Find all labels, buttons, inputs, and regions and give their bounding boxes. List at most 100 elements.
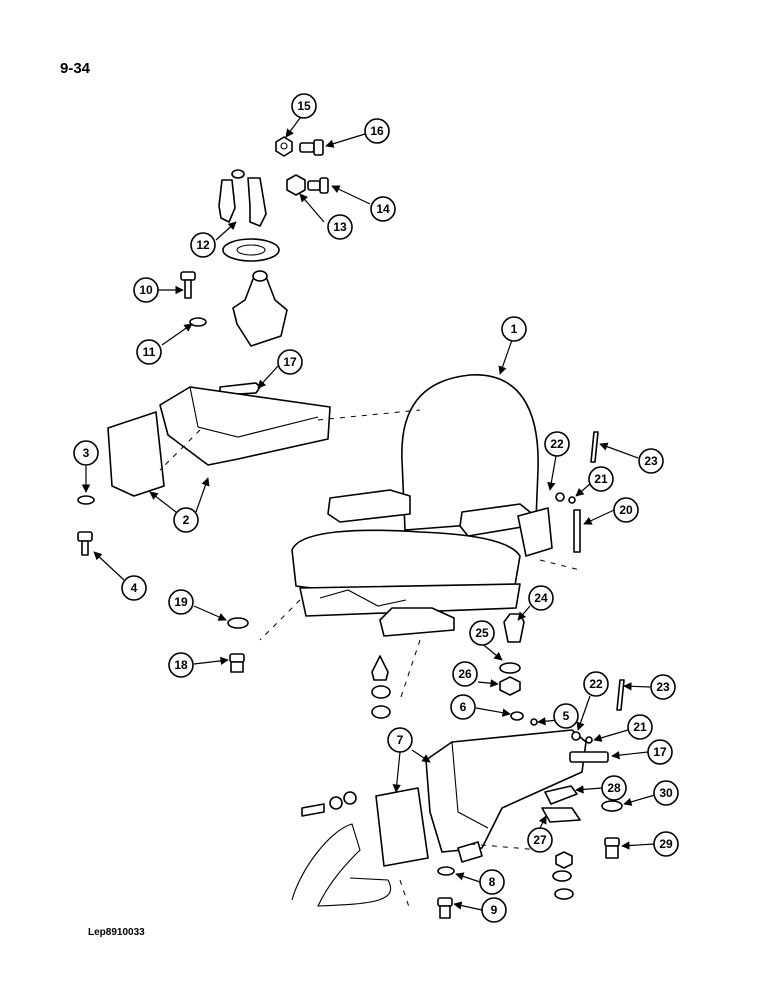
callout-3: 3 (73, 440, 99, 466)
callout-21-lower: 21 (627, 714, 653, 740)
callout-27: 27 (527, 827, 553, 853)
callout-11: 11 (136, 339, 162, 365)
bolt-29-part (604, 837, 620, 847)
mount-12a-part (218, 179, 236, 223)
bolt-18-part (229, 653, 245, 663)
callout-2: 2 (173, 507, 199, 533)
svg-text:23: 23 (656, 680, 670, 694)
callout-10: 10 (133, 277, 159, 303)
callout-22-upper: 22 (544, 431, 570, 457)
callout-29: 29 (653, 831, 679, 857)
pin-5-part (530, 718, 538, 726)
callout-5: 5 (553, 703, 579, 729)
seat-assembly (291, 374, 553, 637)
bolt-17-lower-part (569, 751, 609, 763)
callout-17-lower: 17 (647, 739, 673, 765)
washer-3-part (77, 495, 95, 505)
svg-text:25: 25 (475, 626, 489, 640)
svg-text:15: 15 (297, 99, 311, 113)
nut-26-part (499, 676, 521, 696)
seat-backrest-part (401, 374, 539, 531)
svg-text:2: 2 (183, 513, 190, 527)
callout-9: 9 (481, 897, 507, 923)
svg-text:16: 16 (370, 124, 384, 138)
lower-console-group (301, 729, 609, 867)
svg-text:3: 3 (83, 446, 90, 460)
svg-text:12: 12 (196, 238, 210, 252)
bolt-4-part (77, 531, 93, 542)
svg-text:24: 24 (534, 591, 548, 605)
seat-cushion-part (291, 529, 521, 592)
bolt-part (301, 803, 325, 817)
callout-6: 6 (450, 694, 476, 720)
bolt-16-part (299, 142, 315, 153)
hex-nut-15-part (275, 136, 293, 157)
latch-28-part (544, 785, 578, 805)
callout-30: 30 (653, 780, 679, 806)
svg-text:26: 26 (458, 667, 472, 681)
svg-text:6: 6 (460, 700, 467, 714)
mount-25-part (499, 662, 521, 674)
callout-13: 13 (327, 214, 353, 240)
callout-14: 14 (370, 196, 396, 222)
console-hardware-group (180, 136, 329, 396)
control-lever-base-part (232, 273, 288, 347)
svg-text:17: 17 (283, 355, 297, 369)
svg-text:4: 4 (131, 581, 138, 595)
svg-text:7: 7 (397, 733, 404, 747)
svg-text:18: 18 (174, 658, 188, 672)
callout-15: 15 (291, 93, 317, 119)
nut-part (555, 851, 573, 869)
callout-25: 25 (469, 620, 495, 646)
bolt-22-lower-part (571, 731, 581, 741)
seat-back-bracket-part (517, 507, 553, 557)
washer-30-part (601, 800, 623, 812)
washer-11-part (189, 317, 207, 327)
callout-circles: 15 16 13 14 12 10 11 17 1 3 2 4 22 23 21… (73, 93, 679, 923)
svg-text:22: 22 (589, 677, 603, 691)
bushing-6-part (510, 711, 524, 721)
svg-text:8: 8 (489, 875, 496, 889)
bolt-21-upper-part (568, 496, 576, 504)
callout-23-lower: 23 (650, 674, 676, 700)
svg-text:10: 10 (139, 283, 153, 297)
callout-19: 19 (168, 589, 194, 615)
svg-text:29: 29 (659, 837, 673, 851)
svg-text:23: 23 (644, 454, 658, 468)
seat-slide-rail-part (379, 607, 455, 637)
callout-23-upper: 23 (638, 448, 664, 474)
callout-24: 24 (528, 585, 554, 611)
lower-console-bracket-part (425, 729, 587, 853)
hex-nut-13-part (286, 174, 306, 196)
drawing-reference-code: Lep8910033 (88, 927, 145, 938)
isolator-part (371, 655, 389, 681)
pin-23-upper-part (590, 431, 599, 463)
bolt-9-part (437, 897, 453, 907)
seat-base-frame-part (299, 583, 521, 617)
callout-20: 20 (613, 497, 639, 523)
svg-text:11: 11 (143, 345, 156, 359)
console-bracket-part (159, 386, 331, 466)
lower-side-plate-part (375, 787, 429, 867)
callout-12: 12 (190, 232, 216, 258)
stud-24-part (503, 613, 525, 643)
svg-text:14: 14 (376, 202, 390, 216)
left-armrest-part (327, 489, 411, 523)
bolt-14-part (307, 180, 321, 191)
grommet-ring-part (222, 238, 280, 262)
callout-21-upper: 21 (588, 466, 614, 492)
svg-text:22: 22 (550, 437, 564, 451)
leader-lines (81, 117, 656, 911)
callout-26: 26 (452, 661, 478, 687)
callout-7: 7 (387, 727, 413, 753)
callout-4: 4 (121, 575, 147, 601)
console-side-plate-part (107, 411, 165, 497)
latch-27-part (541, 807, 581, 823)
callout-18: 18 (168, 652, 194, 678)
callout-28: 28 (601, 775, 627, 801)
svg-text:30: 30 (659, 786, 673, 800)
svg-text:5: 5 (563, 709, 570, 723)
washer-8-part (437, 866, 455, 876)
svg-text:20: 20 (619, 503, 633, 517)
